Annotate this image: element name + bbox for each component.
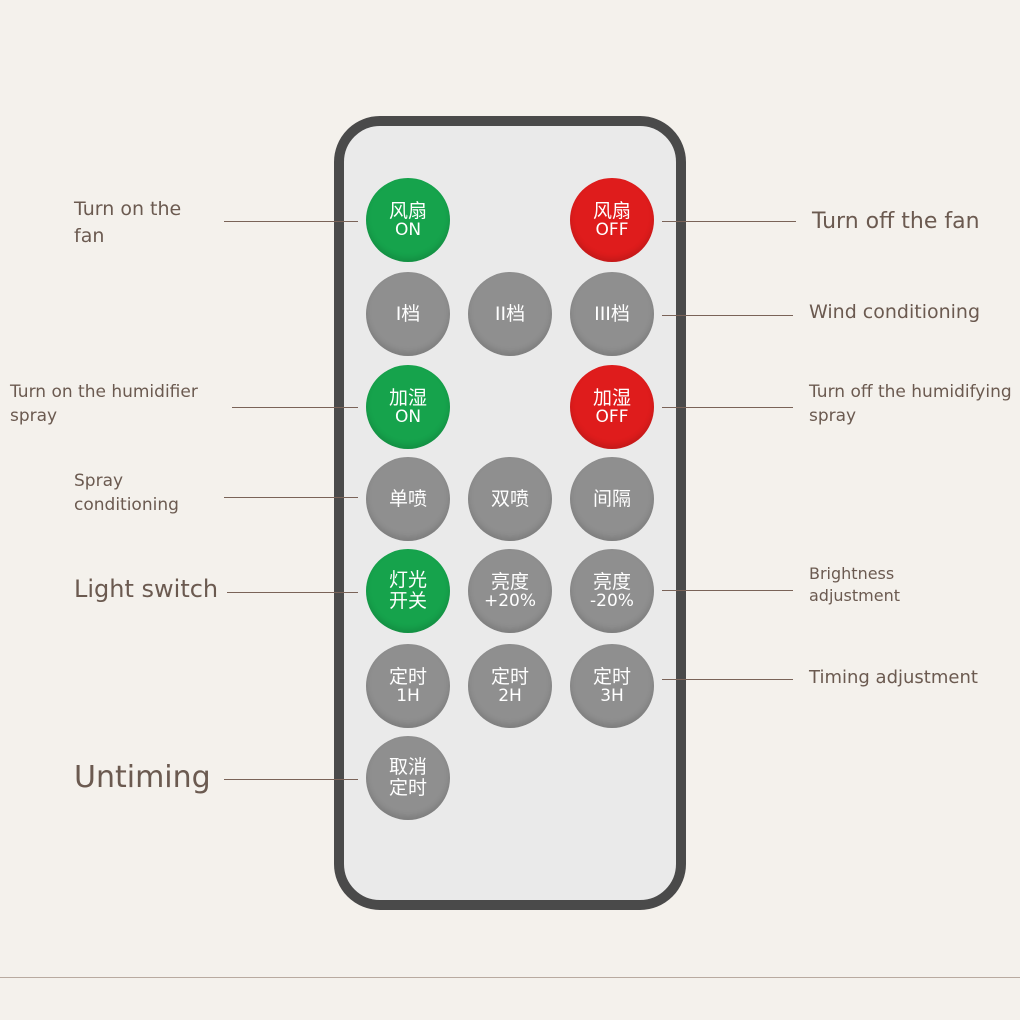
spray-label-line2: conditioning [74,494,179,515]
speed-2-button-label: II档 [494,302,526,325]
fan-on-button-line2: ON [394,220,422,241]
timing-label: Timing adjustment [809,665,978,690]
humidifier-off-leader-line [662,407,793,408]
timer-3h-button-line2: 3H [600,686,624,707]
speed-1-button[interactable]: I档 [366,272,450,356]
untiming-label-text: Untiming [74,760,211,795]
brightness-label-line2: adjustment [809,586,900,606]
light-switch-label: Light switch [74,573,218,607]
light-switch-button[interactable]: 灯光 开关 [366,549,450,633]
brightness-down-button[interactable]: 亮度 -20% [570,549,654,633]
spray-leader-line [224,497,358,498]
timing-label-text: Timing adjustment [809,667,978,688]
fan-off-button-line2: OFF [595,220,629,241]
timer-3h-button-line1: 定时 [592,665,631,688]
wind-label: Wind conditioning [809,299,980,326]
brightness-label: Brightness adjustment [809,563,900,608]
humidifier-on-button-line2: ON [394,407,422,428]
brightness-label-line1: Brightness [809,564,895,583]
brightness-down-button-line1: 亮度 [592,570,631,593]
brightness-up-button-line2: +20% [483,591,537,612]
cancel-timer-button-line1: 取消 [388,756,427,779]
untiming-label: Untiming [74,757,211,799]
wind-label-text: Wind conditioning [809,301,981,323]
humidifier-off-button-line2: OFF [595,407,629,428]
cancel-timer-button-line2: 定时 [388,777,427,799]
speed-3-button-label: III档 [594,302,630,325]
single-spray-button[interactable]: 单喷 [366,457,450,541]
humidifier-off-button[interactable]: 加湿 OFF [570,365,654,449]
timer-1h-button[interactable]: 定时 1H [366,644,450,728]
light-leader-line [227,592,358,593]
timer-1h-button-line2: 1H [396,686,420,707]
wind-leader-line [662,315,793,316]
brightness-up-button-line1: 亮度 [490,570,529,593]
fan-off-label: Turn off the fan [812,207,980,238]
humidifier-off-label: Turn off the humidifying spray [809,381,1012,429]
interval-spray-button-label: 间隔 [592,487,631,510]
light-switch-button-line2: 开关 [388,590,427,612]
humidifier-off-label-line1: Turn off the humidifying [809,382,1012,402]
interval-spray-button[interactable]: 间隔 [570,457,654,541]
brightness-up-button[interactable]: 亮度 +20% [468,549,552,633]
fan-off-button-line1: 风扇 [592,199,631,222]
timer-1h-button-line1: 定时 [388,665,427,688]
fan-off-button[interactable]: 风扇 OFF [570,178,654,262]
fan-off-label-text: Turn off the fan [812,209,980,234]
timer-2h-button-line2: 2H [498,686,522,707]
light-switch-label-text: Light switch [74,575,219,603]
humidifier-on-button[interactable]: 加湿 ON [366,365,450,449]
fan-on-button[interactable]: 风扇 ON [366,178,450,262]
fan-on-button-line1: 风扇 [388,199,427,222]
humidifier-on-leader-line [232,407,358,408]
untiming-leader-line [224,779,358,780]
humidifier-on-label-line1: Turn on the humidifier [10,382,198,402]
fan-on-leader-line [224,221,358,222]
spray-label: Spray conditioning [74,470,179,518]
humidifier-off-button-line1: 加湿 [592,386,631,409]
brightness-leader-line [662,590,793,591]
fan-off-leader-line [662,221,796,222]
humidifier-on-button-line1: 加湿 [388,386,427,409]
spray-label-line1: Spray [74,471,124,491]
brightness-down-button-line2: -20% [590,591,634,612]
humidifier-on-label: Turn on the humidifier spray [10,381,198,429]
timer-3h-button[interactable]: 定时 3H [570,644,654,728]
humidifier-off-label-line2: spray [809,405,857,426]
humidifier-on-label-line2: spray [10,405,58,426]
double-spray-button[interactable]: 双喷 [468,457,552,541]
timer-2h-button[interactable]: 定时 2H [468,644,552,728]
speed-1-button-label: I档 [395,302,421,325]
single-spray-button-label: 单喷 [388,487,427,510]
timer-2h-button-line1: 定时 [490,665,529,688]
fan-on-label-line1: Turn on the [74,198,182,220]
speed-3-button[interactable]: III档 [570,272,654,356]
speed-2-button[interactable]: II档 [468,272,552,356]
fan-on-label-line2: fan [74,224,105,247]
timing-leader-line [662,679,793,680]
fan-on-label: Turn on the fan [74,196,181,249]
light-switch-button-line1: 灯光 [388,569,427,592]
cancel-timer-button[interactable]: 取消 定时 [366,736,450,820]
double-spray-button-label: 双喷 [490,487,529,510]
bottom-divider [0,977,1020,978]
